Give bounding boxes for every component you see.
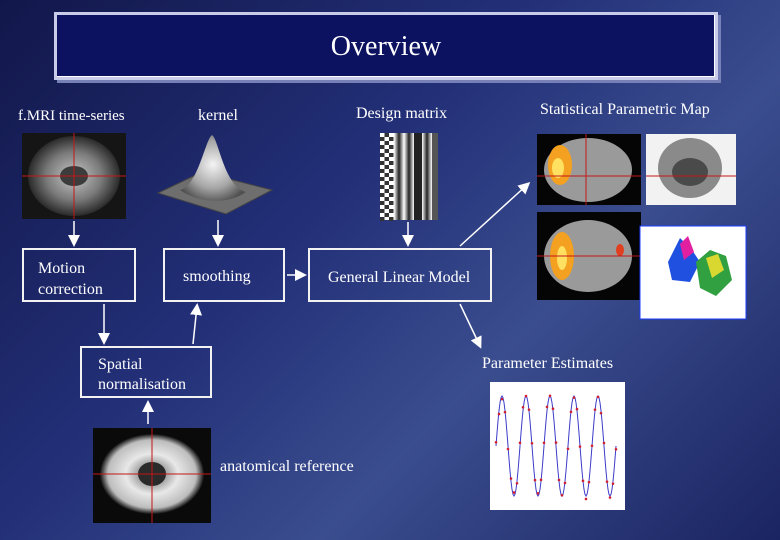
arrow-spatial-smoothing	[193, 306, 197, 344]
design-matrix-image	[380, 133, 438, 221]
arrow-glm-params	[460, 304, 480, 346]
fmri-brain-image	[22, 133, 126, 219]
kernel-gaussian-image	[158, 135, 272, 214]
anatomical-reference-image	[93, 428, 211, 523]
spm-image	[537, 134, 746, 319]
arrow-glm-spm	[460, 184, 528, 246]
flow-arrows	[74, 184, 528, 424]
parameter-estimates-plot	[490, 382, 625, 510]
